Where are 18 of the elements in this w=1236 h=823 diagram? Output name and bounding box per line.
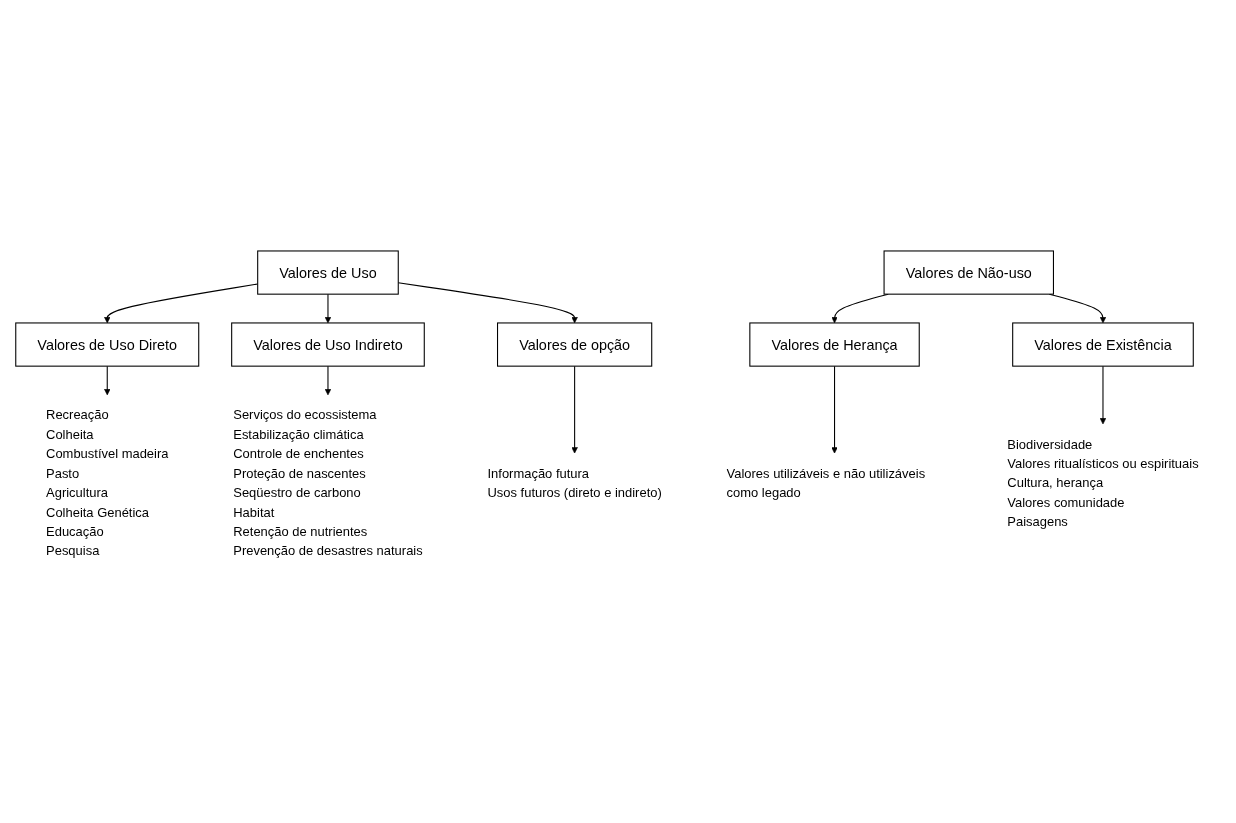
node-text: Informação futura Usos futuros (direto e indireto): [487, 466, 662, 501]
arrow: [831, 365, 838, 454]
arrow: [1099, 365, 1107, 425]
arrow: [571, 365, 578, 454]
node-text: Recreação Colheita Combustível madeira Pasto Agricultura Colheita Genética Educação Pesquisa: [46, 407, 169, 559]
node-text: Biodiversidade Valores ritualísticos ou espirituais Cultura, herança Valores comunidade Paisagens: [1007, 437, 1199, 530]
node-box: Valores de Existência: [1012, 322, 1194, 367]
node-box: Valores de opção: [497, 322, 653, 367]
node-box: Valores de Uso Direto: [15, 322, 200, 367]
arrow: [104, 365, 111, 396]
node-box: Valores de Herança: [749, 322, 920, 367]
node-text: Serviços do ecossistema Estabilização climática Controle de enchentes Proteção de nascentes Seqüestro de carbono Habitat Retenção de nutrientes Prevenção de desastres naturais: [233, 407, 423, 559]
node-box: Valores de Não-uso: [883, 250, 1054, 295]
arrow: [324, 365, 332, 396]
node-text: Valores utilizáveis e não utilizáveis como legado: [726, 466, 926, 501]
arrow: [324, 293, 332, 324]
node-box: Valores de Uso: [257, 250, 399, 295]
node-box: Valores de Uso Indireto: [231, 322, 425, 367]
